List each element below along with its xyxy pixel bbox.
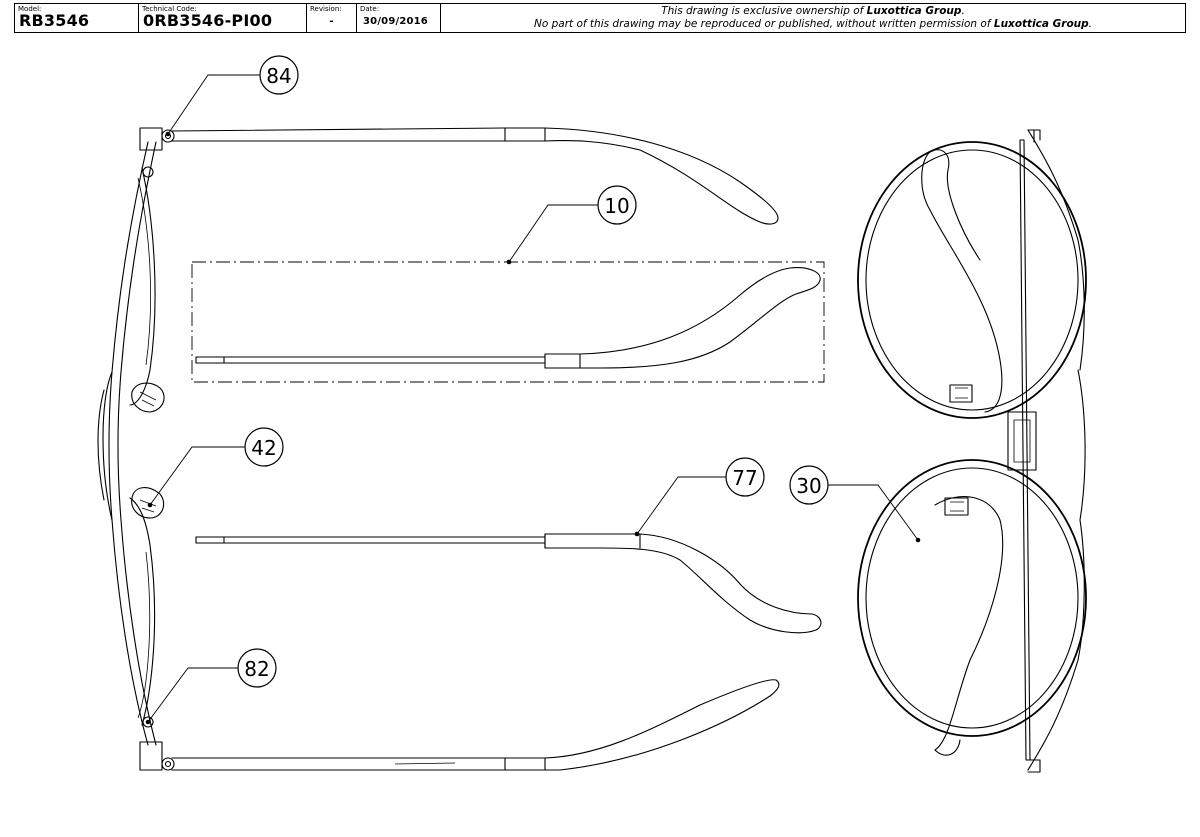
technical-code-value: 0RB3546-PI00 [143,11,273,30]
date-cell: Date: 30/09/2016 [357,4,441,32]
callout-30-label: 30 [796,474,821,498]
callout-42-label: 42 [251,436,276,460]
date-value: 30/09/2016 [363,16,428,27]
model-cell: Model: RB3546 [15,4,139,32]
technical-code-cell: Technical Code: 0RB3546-PI00 [139,4,307,32]
revision-cell: Revision: - [307,4,357,32]
technical-code-caption: Technical Code: [142,5,197,13]
callout-77-label: 77 [732,466,757,490]
title-block: Model: RB3546 Technical Code: 0RB3546-PI… [14,3,1186,33]
notice-line-2: No part of this drawing may be reproduce… [533,18,1092,30]
callout-77: 77 [634,457,765,537]
notice-line-1: This drawing is exclusive ownership of L… [661,5,965,17]
model-caption: Model: [18,5,42,13]
temple-detail-view [191,261,825,383]
callout-84: 84 [165,55,299,137]
revision-caption: Revision: [310,5,342,13]
callout-30: 30 [789,465,921,543]
callout-10-label: 10 [604,194,629,218]
date-caption: Date: [360,5,380,13]
temple-side-view [195,533,822,634]
top-view [97,127,780,771]
revision-value: - [329,16,334,27]
callout-82-label: 82 [244,657,269,681]
ownership-notice: This drawing is exclusive ownership of L… [441,4,1185,32]
callout-42: 42 [147,427,284,508]
callout-10: 10 [506,185,637,265]
side-view [857,129,1087,773]
model-value: RB3546 [19,11,90,30]
callout-82: 82 [145,648,277,725]
callout-84-label: 84 [266,64,291,88]
